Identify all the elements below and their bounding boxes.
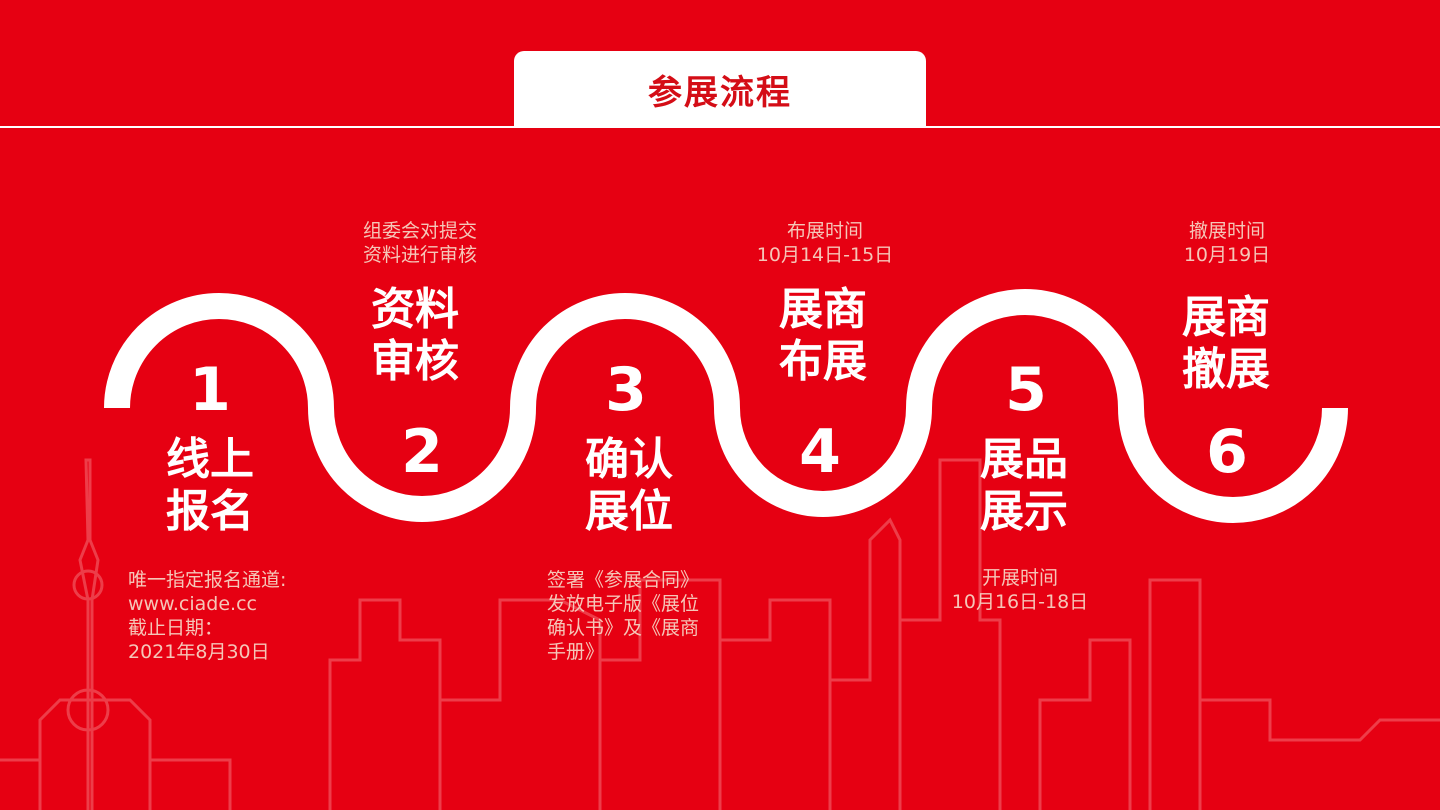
step-3-number: 3 bbox=[605, 355, 647, 425]
header-rule bbox=[0, 126, 1440, 128]
step-5-number: 5 bbox=[1005, 355, 1047, 425]
step-1-number: 1 bbox=[189, 355, 231, 425]
step-6-desc: 撤展时间 10月19日 bbox=[1183, 220, 1271, 266]
step-1-desc: 唯一指定报名通道: www.ciade.cc 截止日期： 2021年8月30日 bbox=[128, 569, 287, 663]
title-tab: 参展流程 bbox=[514, 51, 926, 127]
step-1-title: 线上 报名 bbox=[166, 434, 254, 537]
step-4-title: 展商 布展 bbox=[779, 284, 867, 387]
step-2-desc: 组委会对提交 资料进行审核 bbox=[362, 220, 477, 266]
step-2-title: 资料 审核 bbox=[371, 284, 459, 387]
step-2-number: 2 bbox=[401, 417, 443, 487]
step-5-desc: 开展时间 10月16日-18日 bbox=[951, 567, 1089, 613]
step-4-desc: 布展时间 10月14日-15日 bbox=[756, 220, 894, 266]
step-4-number: 4 bbox=[799, 417, 841, 487]
step-5-title: 展品 展示 bbox=[980, 434, 1068, 537]
step-3-title: 确认 展位 bbox=[585, 434, 673, 537]
page-title: 参展流程 bbox=[648, 72, 792, 113]
step-3-desc: 签署《参展合同》 发放电子版《展位 确认书》及《展商 手册》 bbox=[547, 569, 700, 663]
step-6-number: 6 bbox=[1206, 417, 1248, 487]
step-6-title: 展商 撤展 bbox=[1182, 292, 1270, 395]
